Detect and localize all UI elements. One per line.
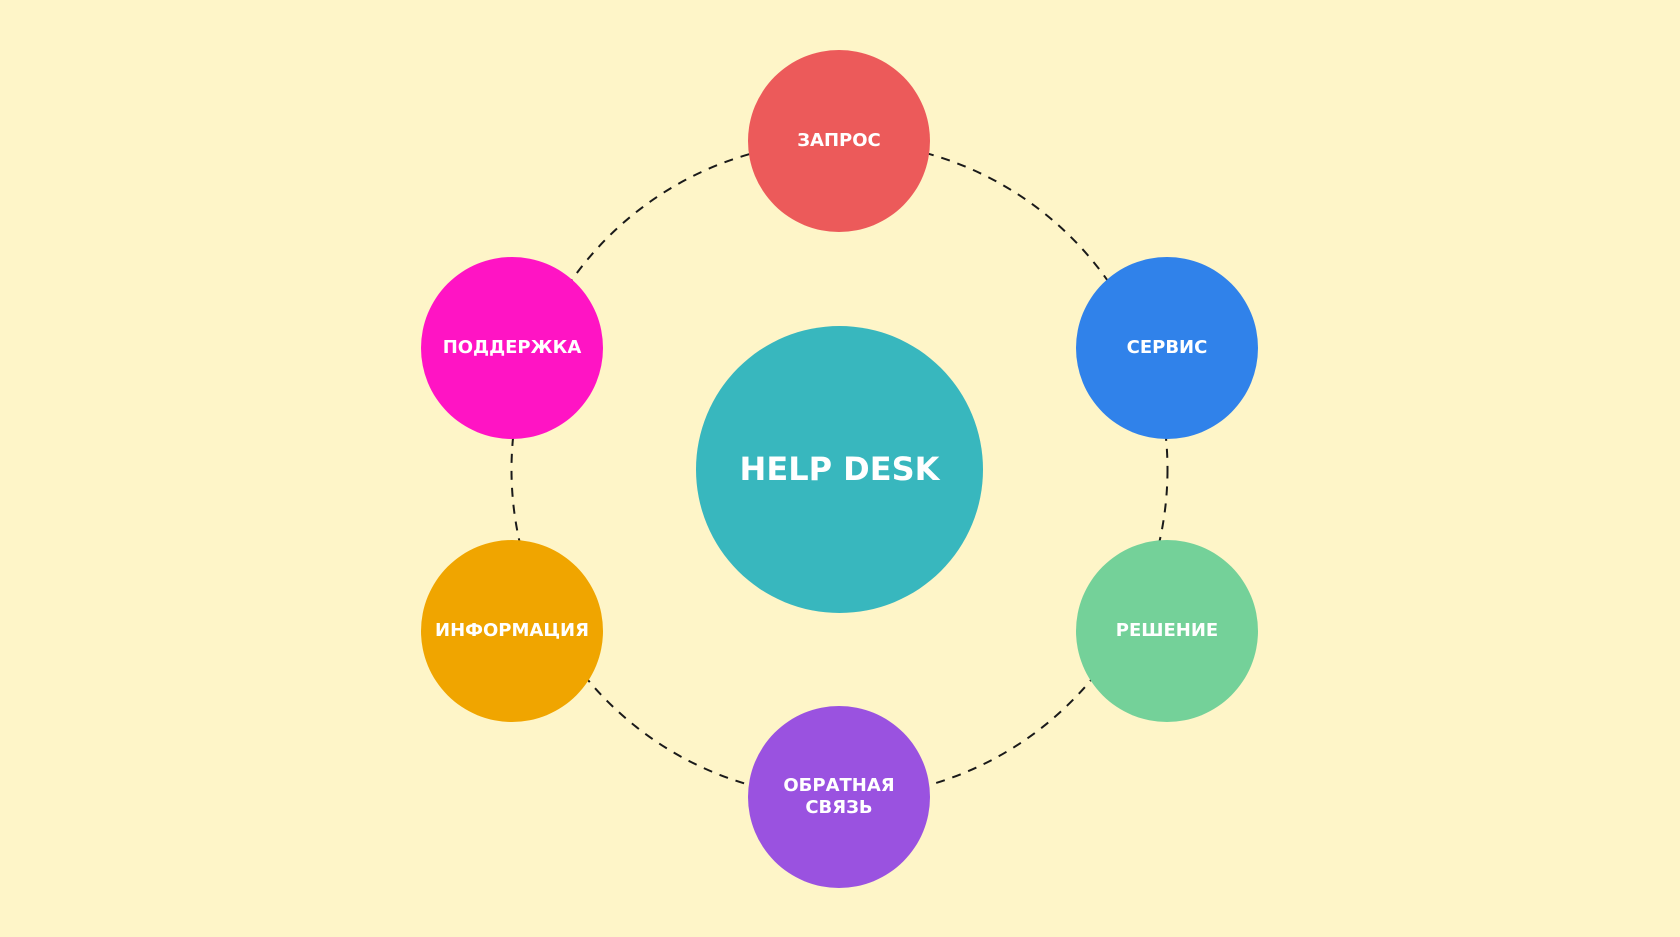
help-desk-center-circle: HELP DESK bbox=[696, 326, 983, 613]
obratnaya-svyaz-label: ОБРАТНАЯ СВЯЗЬ bbox=[783, 775, 895, 818]
obratnaya-svyaz-circle: ОБРАТНАЯ СВЯЗЬ bbox=[748, 706, 930, 888]
servis-circle: СЕРВИС bbox=[1076, 257, 1258, 439]
podderzhka-label: ПОДДЕРЖКА bbox=[442, 337, 582, 359]
zapros-label: ЗАПРОС bbox=[797, 130, 881, 152]
reshenie-label: РЕШЕНИЕ bbox=[1115, 620, 1219, 642]
informatsiya-circle: ИНФОРМАЦИЯ bbox=[421, 540, 603, 722]
servis-label: СЕРВИС bbox=[1126, 337, 1208, 359]
zapros-circle: ЗАПРОС bbox=[748, 50, 930, 232]
podderzhka-circle: ПОДДЕРЖКА bbox=[421, 257, 603, 439]
help-desk-label: HELP DESK bbox=[739, 450, 940, 489]
reshenie-circle: РЕШЕНИЕ bbox=[1076, 540, 1258, 722]
informatsiya-label: ИНФОРМАЦИЯ bbox=[435, 620, 589, 642]
